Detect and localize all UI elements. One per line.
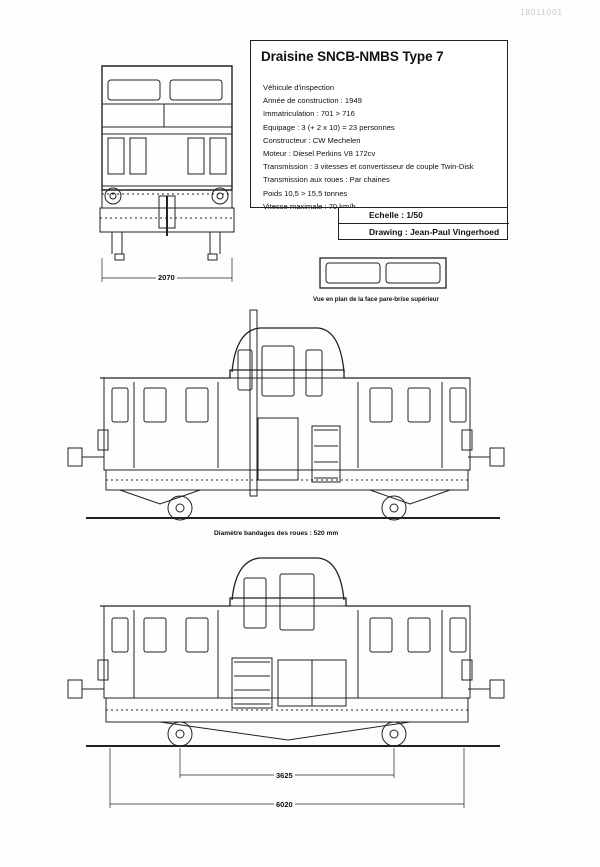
- spec-item: Immatriculation : 701 > 716: [263, 109, 355, 119]
- spec-item: Transmission : 3 vitesses et convertisse…: [263, 162, 474, 172]
- spec-item: Année de construction : 1949: [263, 96, 362, 106]
- spec-item: Equipage : 3 (+ 2 x 10) = 23 personnes: [263, 122, 395, 132]
- wheelbase-dimension: 3625: [274, 771, 295, 780]
- side-view-upper: [67, 309, 505, 521]
- length-dimension: 6020: [274, 800, 295, 809]
- watermark-code: 18011001: [520, 8, 563, 17]
- front-view: [99, 65, 235, 282]
- spec-item: Véhicule d'inspection: [263, 83, 335, 92]
- windscreen-caption: Vue en plan de la face pare-brise supéri…: [313, 296, 439, 303]
- scale-label: Echelle : 1/50: [369, 210, 423, 220]
- spec-item: Constructeur : CW Mechelen: [263, 135, 361, 145]
- windscreen-plan-view: [319, 257, 447, 289]
- front-width-dimension: 2070: [156, 273, 177, 282]
- spec-item: Poids 10,5 > 15,5 tonnes: [263, 188, 348, 198]
- specifications-list: Véhicule d'inspection Année de construct…: [263, 81, 474, 213]
- author-label: Drawing : Jean-Paul Vingerhoed: [369, 227, 500, 237]
- drawing-title: Draisine SNCB-NMBS Type 7: [261, 49, 444, 64]
- scale-row: Echelle : 1/50: [339, 208, 509, 224]
- spec-item: Transmission aux roues : Par chaines: [263, 175, 390, 185]
- title-block: Draisine SNCB-NMBS Type 7 Véhicule d'ins…: [250, 40, 508, 211]
- scale-author-block: Echelle : 1/50 Drawing : Jean-Paul Vinge…: [338, 208, 509, 240]
- wheel-diameter-caption: Diamètre bandages des roues : 520 mm: [214, 530, 339, 537]
- spec-item: Moteur : Diesel Perkins V8 172cv: [263, 149, 376, 159]
- spec-item: Vitesse maximale : 70 km/h: [263, 201, 356, 211]
